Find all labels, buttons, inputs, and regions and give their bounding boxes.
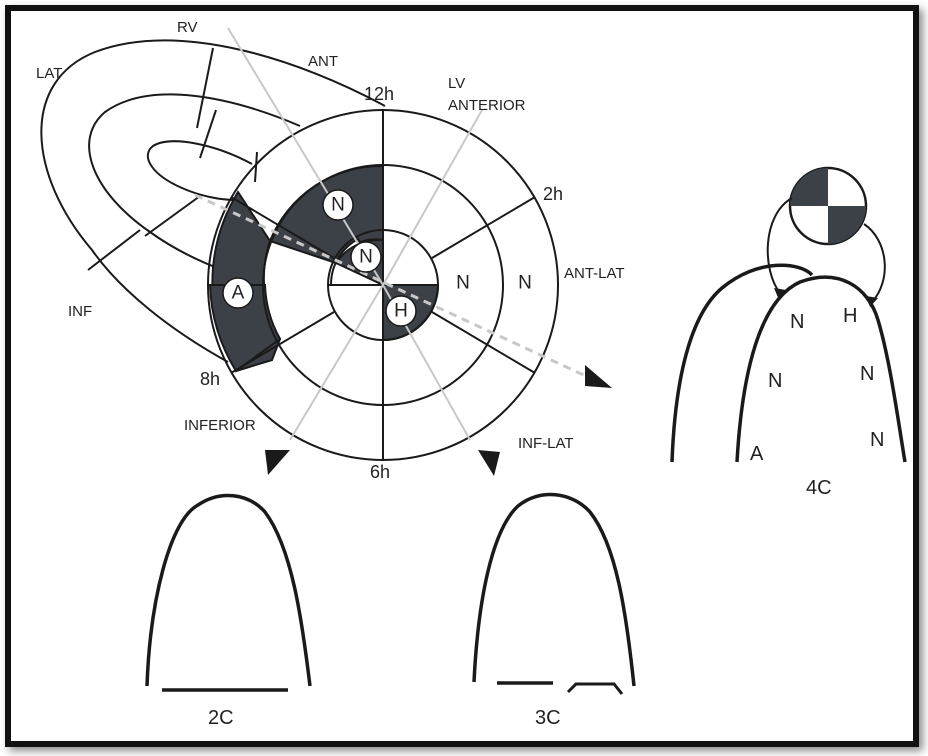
4c-basal-right: N xyxy=(870,429,884,451)
marker-inferoseptal-mid: A xyxy=(232,283,245,304)
3c-label: 3C xyxy=(535,707,561,729)
arrow-3c xyxy=(478,450,500,476)
label-anterior: ANTERIOR xyxy=(448,97,526,114)
label-ant-lat: ANT-LAT xyxy=(564,265,625,282)
arrow-2c xyxy=(265,450,290,475)
4c-apical-right: H xyxy=(843,305,857,327)
label-12h: 12h xyxy=(364,84,394,104)
label-lv: LV xyxy=(448,75,465,92)
label-8h: 8h xyxy=(200,369,220,389)
marker-anteroseptal-mid: N xyxy=(331,195,345,216)
orientation-labels: RV ANT LAT INF LV ANTERIOR ANT-LAT INF-L… xyxy=(36,19,625,482)
oblique-heart-outline xyxy=(40,39,386,363)
label-6h: 6h xyxy=(370,462,390,482)
three-chamber-view: 3C xyxy=(472,492,636,729)
two-chamber-view: 2C xyxy=(145,493,312,729)
bullseye xyxy=(207,109,559,461)
marker-lateral-apical: N xyxy=(456,273,470,294)
label-ant: ANT xyxy=(308,53,338,70)
4c-mid-left: N xyxy=(768,370,782,392)
label-2h: 2h xyxy=(543,184,563,204)
4c-apical-left: N xyxy=(790,311,804,333)
four-chamber-view: A N N H N N 4C xyxy=(670,166,907,499)
arrow-4c xyxy=(585,365,612,388)
4c-mid-right: N xyxy=(860,363,874,385)
label-lat: LAT xyxy=(36,65,62,82)
bullseye-markers: N N H A N N xyxy=(222,189,532,327)
label-inferior: INFERIOR xyxy=(184,417,256,434)
label-rv: RV xyxy=(177,19,198,36)
2c-label: 2C xyxy=(208,707,234,729)
marker-lateral-mid: N xyxy=(518,273,532,294)
view-arrows xyxy=(265,365,612,476)
label-inf-lat: INF-LAT xyxy=(518,435,574,452)
4c-basal-left: A xyxy=(750,443,764,465)
abnormal-segments xyxy=(208,164,440,373)
4c-label: 4C xyxy=(806,477,832,499)
marker-apical-septal: N xyxy=(359,247,373,268)
label-inf: INF xyxy=(68,303,92,320)
marker-apex: H xyxy=(394,301,408,322)
